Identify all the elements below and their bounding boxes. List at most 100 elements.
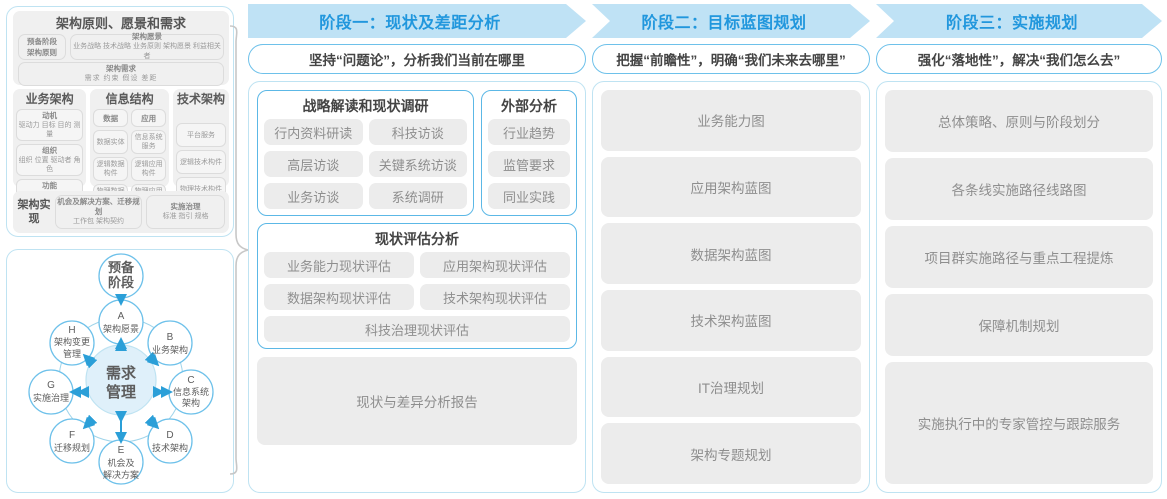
preliminary-phase-box: 预备阶段 架构原则 — [18, 34, 66, 60]
architecture-columns-row: 业务架构 动机 驱动力 目标 目的 测量 组织 组织 位置 驱动者 角色 功能 … — [13, 89, 229, 208]
pill-data-architecture-blueprint[interactable]: 数据架构蓝图 — [601, 223, 861, 285]
governance-sub: 标准 指引 规格 — [162, 213, 209, 220]
assessment-row-1: 业务能力现状评估 应用架构现状评估 — [264, 252, 570, 278]
business-architecture-column: 业务架构 动机 驱动力 目标 目的 测量 组织 组织 位置 驱动者 角色 功能 … — [13, 89, 87, 202]
organization-box: 组织 组织 位置 驱动者 角色 — [16, 144, 84, 176]
svg-text:需求: 需求 — [106, 364, 137, 382]
pill-architecture-topic-plan[interactable]: 架构专题规划 — [601, 423, 861, 485]
requirements-sub: 需求 约束 假设 差距 — [84, 75, 158, 82]
pill-tech-interview[interactable]: 科技访谈 — [368, 119, 467, 145]
pill-gap-analysis-report[interactable]: 现状与差异分析报告 — [257, 357, 577, 445]
motivation-head: 动机 — [42, 111, 58, 120]
pill-application-architecture-blueprint[interactable]: 应用架构蓝图 — [601, 156, 861, 218]
stage-1-top-row: 战略解读和现状调研 行内资料研读 科技访谈 高层访谈 关键系统访谈 业务访谈 系… — [257, 90, 577, 216]
pill-technology-architecture-blueprint[interactable]: 技术架构蓝图 — [601, 290, 861, 351]
logical-application-component-item: 逻辑应用构件 — [131, 157, 167, 181]
pill-business-interview[interactable]: 业务访谈 — [264, 183, 363, 209]
pill-data-architecture-assessment[interactable]: 数据架构现状评估 — [264, 284, 414, 310]
pill-executive-interview[interactable]: 高层访谈 — [264, 151, 363, 177]
data-head: 数据 — [93, 109, 129, 127]
pill-industry-trend[interactable]: 行业趋势 — [488, 119, 570, 145]
svg-text:解决方案: 解决方案 — [103, 469, 139, 480]
external-analysis-title: 外部分析 — [501, 98, 557, 114]
business-architecture-title: 业务架构 — [25, 92, 74, 106]
stage-3-subtitle: 强化“落地性”，解决“我们怎么去” — [876, 44, 1162, 74]
adm-cycle-diagram: 预备 阶段 需求 管理 A 架构愿景 B 业务架构 C 信息系统 架构 D 技术… — [28, 253, 214, 485]
technology-architecture-title: 技术架构 — [177, 92, 226, 106]
pill-business-capability-map[interactable]: 业务能力图 — [601, 90, 861, 151]
svg-text:迁移规划: 迁移规划 — [54, 442, 90, 453]
strategy-row-1: 行内资料研读 科技访谈 — [264, 119, 467, 145]
stage-3-banner-shape — [876, 4, 1162, 38]
stage-1-subtitle: 坚持“问题论”，分析我们当前在哪里 — [248, 44, 586, 74]
data-entity-item: 数据实体 — [93, 130, 129, 154]
stage-2-banner-shape — [592, 4, 870, 38]
function-head: 功能 — [42, 181, 58, 190]
stage-3-banner: 阶段三：实施规划 — [876, 0, 1162, 38]
svg-text:E: E — [118, 445, 125, 456]
logical-technology-component-item: 逻辑技术构件 — [176, 150, 226, 174]
pill-technology-architecture-assessment[interactable]: 技术架构现状评估 — [420, 284, 570, 310]
strategy-row-2: 高层访谈 关键系统访谈 — [264, 151, 467, 177]
vision-row: 预备阶段 架构原则 架构愿景 业务战略 技术战略 业务原则 架构愿景 利益相关者 — [18, 32, 224, 60]
pill-business-capability-assessment[interactable]: 业务能力现状评估 — [264, 252, 414, 278]
current-state-assessment-title: 现状评估分析 — [375, 231, 459, 247]
adm-cycle-card: 预备 阶段 需求 管理 A 架构愿景 B 业务架构 C 信息系统 架构 D 技术… — [6, 249, 234, 493]
svg-text:D: D — [166, 430, 173, 441]
vision-head: 架构愿景 — [132, 32, 162, 41]
stage-3-column: 阶段三：实施规划 强化“落地性”，解决“我们怎么去” 总体策略、原则与阶段划分 … — [876, 0, 1162, 493]
stage-1-banner-label: 阶段一：现状及差距分析 — [319, 15, 501, 32]
svg-text:架构变更: 架构变更 — [54, 336, 90, 347]
vision-sub: 业务战略 技术战略 业务原则 架构愿景 利益相关者 — [73, 43, 221, 60]
svg-text:预备: 预备 — [108, 260, 135, 275]
pill-overall-strategy[interactable]: 总体策略、原则与阶段划分 — [885, 90, 1153, 152]
stage-2-subtitle: 把握“前瞻性”，明确“我们未来去哪里” — [592, 44, 870, 74]
pill-line-implementation-roadmap[interactable]: 各条线实施路径线路图 — [885, 158, 1153, 220]
principles-vision-requirements-group: 架构原则、愿景和需求 预备阶段 架构原则 架构愿景 业务战略 技术战略 业务原则… — [13, 11, 229, 86]
pill-peer-practice[interactable]: 同业实践 — [488, 183, 570, 209]
stage-2-banner-label: 阶段二：目标蓝图规划 — [641, 15, 807, 32]
pill-internal-material-study[interactable]: 行内资料研读 — [264, 119, 363, 145]
pill-it-governance-plan[interactable]: IT治理规划 — [601, 356, 861, 418]
svg-text:架构: 架构 — [182, 397, 200, 408]
principles-group-title: 架构原则、愿景和需求 — [55, 16, 186, 31]
pill-expert-control-tracking-service[interactable]: 实施执行中的专家管控与跟踪服务 — [885, 362, 1153, 484]
assessment-row-3: 科技治理现状评估 — [264, 316, 570, 342]
stage-1-body: 战略解读和现状调研 行内资料研读 科技访谈 高层访谈 关键系统访谈 业务访谈 系… — [248, 81, 586, 493]
stage-2-body: 业务能力图 应用架构蓝图 数据架构蓝图 技术架构蓝图 IT治理规划 架构专题规划 — [592, 81, 870, 493]
information-system-service-item: 信息系统服务 — [131, 130, 167, 154]
preliminary-head: 预备阶段 — [27, 37, 57, 46]
strategy-research-title: 战略解读和现状调研 — [302, 98, 429, 114]
svg-text:业务架构: 业务架构 — [152, 344, 188, 355]
governance-head: 实施治理 — [170, 202, 201, 211]
svg-text:管理: 管理 — [63, 348, 81, 359]
pill-system-research[interactable]: 系统调研 — [368, 183, 467, 209]
svg-text:H: H — [68, 325, 75, 336]
svg-text:C: C — [187, 375, 194, 386]
architecture-requirements-box: 架构需求 需求 约束 假设 差距 — [18, 62, 224, 86]
svg-text:B: B — [167, 332, 174, 343]
pill-application-architecture-assessment[interactable]: 应用架构现状评估 — [420, 252, 570, 278]
organization-sub: 组织 位置 驱动者 角色 — [18, 157, 81, 173]
stage-3-body: 总体策略、原则与阶段划分 各条线实施路径线路图 项目群实施路径与重点工程提炼 保… — [876, 81, 1162, 493]
pill-program-implementation-path[interactable]: 项目群实施路径与重点工程提炼 — [885, 226, 1153, 288]
platform-service-item: 平台服务 — [176, 123, 226, 147]
pill-assurance-mechanism-plan[interactable]: 保障机制规划 — [885, 294, 1153, 356]
preliminary-sub: 架构原则 — [27, 48, 57, 57]
pill-regulatory-requirement[interactable]: 监管要求 — [488, 151, 570, 177]
external-analysis-section: 外部分析 行业趋势 监管要求 同业实践 — [481, 90, 577, 216]
requirements-head: 架构需求 — [106, 64, 136, 73]
svg-text:管理: 管理 — [106, 383, 136, 401]
stage-2-column: 阶段二：目标蓝图规划 把握“前瞻性”，明确“我们未来去哪里” 业务能力图 应用架… — [592, 0, 870, 493]
svg-text:信息系统: 信息系统 — [173, 386, 209, 397]
current-state-assessment-section: 现状评估分析 业务能力现状评估 应用架构现状评估 数据架构现状评估 技术架构现状… — [257, 223, 577, 349]
pill-tech-governance-assessment[interactable]: 科技治理现状评估 — [264, 316, 570, 342]
svg-text:F: F — [69, 430, 75, 441]
architecture-realization-label: 架构实现 — [17, 199, 51, 225]
stage-1-banner: 阶段一：现状及差距分析 — [248, 0, 586, 38]
architecture-vision-box: 架构愿景 业务战略 技术战略 业务原则 架构愿景 利益相关者 — [70, 32, 224, 60]
motivation-box: 动机 驱动力 目标 目的 测量 — [16, 109, 84, 141]
svg-text:技术架构: 技术架构 — [152, 442, 188, 453]
pill-key-system-interview[interactable]: 关键系统访谈 — [368, 151, 467, 177]
